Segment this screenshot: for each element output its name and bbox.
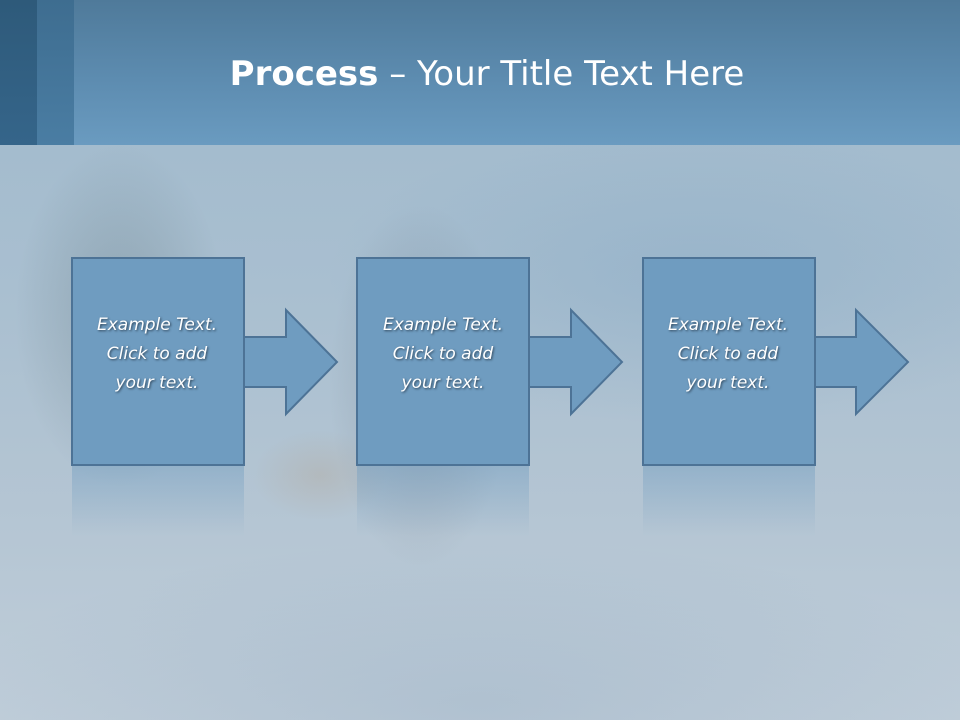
step-3-text[interactable]: Example Text. Click to add your text. bbox=[643, 311, 813, 398]
step-2-text[interactable]: Example Text. Click to add your text. bbox=[358, 311, 528, 398]
title-rest: Your Title Text Here bbox=[417, 54, 745, 94]
step-1-line-1: Example Text. bbox=[96, 315, 218, 335]
header-accent-stripe-dark bbox=[0, 0, 37, 145]
title-bar: Process – Your Title Text Here bbox=[0, 0, 960, 145]
step-3-line-3: your text. bbox=[686, 373, 770, 393]
process-step-1[interactable] bbox=[71, 257, 339, 536]
process-step-2[interactable] bbox=[356, 257, 624, 536]
step-1-line-3: your text. bbox=[115, 373, 199, 393]
step-1-text[interactable]: Example Text. Click to add your text. bbox=[72, 311, 242, 398]
step-3-arrow bbox=[810, 307, 910, 417]
title-dash: – bbox=[378, 54, 418, 94]
step-3-box bbox=[642, 257, 816, 466]
step-2-line-2: Click to add bbox=[392, 344, 494, 364]
step-1-box bbox=[71, 257, 245, 466]
step-2-line-1: Example Text. bbox=[382, 315, 504, 335]
step-1-reflection bbox=[72, 466, 244, 536]
title-bold-word: Process bbox=[229, 54, 379, 94]
header-accent-stripe-mid bbox=[37, 0, 74, 145]
process-step-3[interactable] bbox=[642, 257, 910, 536]
slide-title[interactable]: Process – Your Title Text Here bbox=[74, 52, 900, 96]
step-2-arrow bbox=[524, 307, 624, 417]
step-1-line-2: Click to add bbox=[106, 344, 208, 364]
step-2-line-3: your text. bbox=[401, 373, 485, 393]
step-3-line-2: Click to add bbox=[677, 344, 779, 364]
step-3-line-1: Example Text. bbox=[667, 315, 789, 335]
step-2-reflection bbox=[357, 466, 529, 536]
step-1-arrow bbox=[239, 307, 339, 417]
step-2-box bbox=[356, 257, 530, 466]
step-3-reflection bbox=[643, 466, 815, 536]
